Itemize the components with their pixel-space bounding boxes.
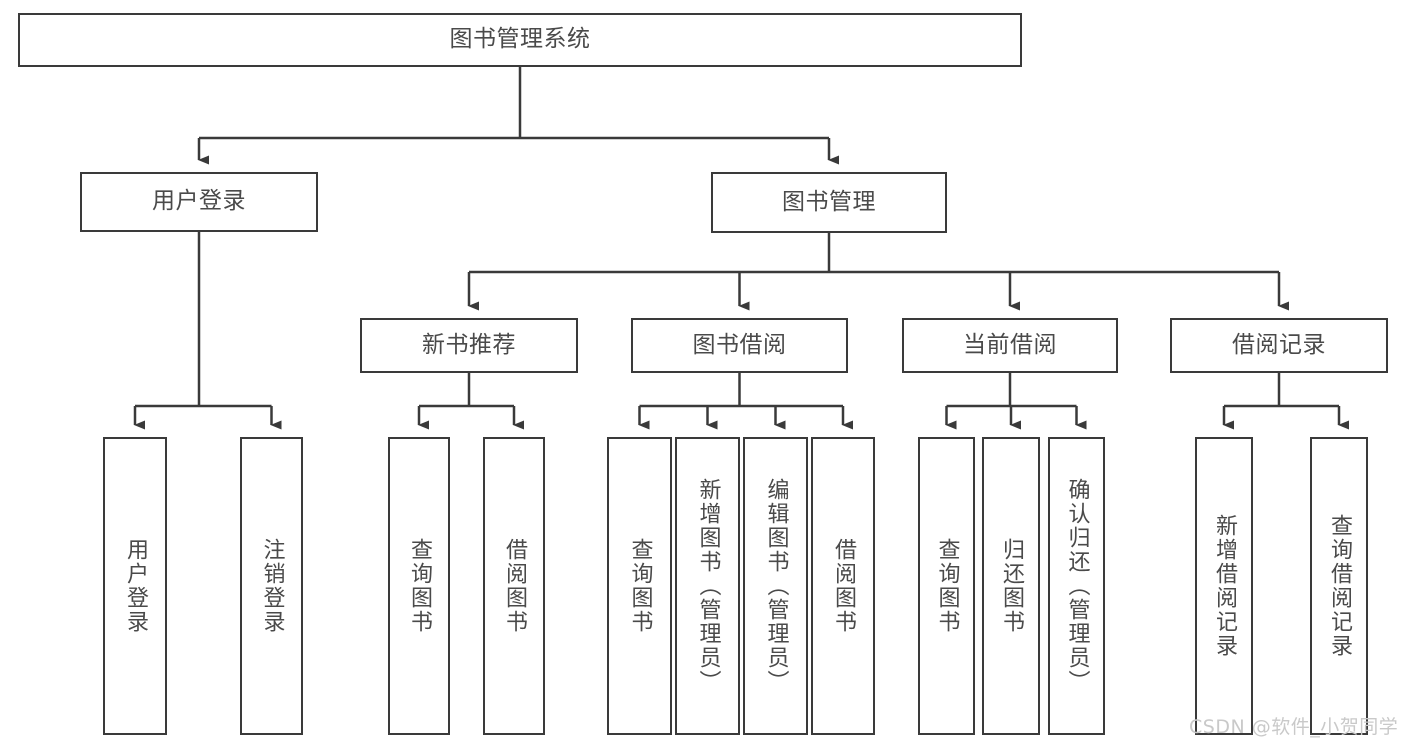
node-root[interactable]: 图书管理系统 (18, 13, 1022, 67)
node-label: 当前借阅 (963, 331, 1057, 358)
node-l-cu-ret[interactable]: 归还图书 (982, 437, 1040, 735)
node-label: 注销登录 (259, 538, 285, 634)
node-label: 图书管理 (782, 188, 876, 215)
node-borrow[interactable]: 图书借阅 (631, 318, 848, 373)
node-l-re-query[interactable]: 查询借阅记录 (1310, 437, 1368, 735)
node-l-logout[interactable]: 注销登录 (240, 437, 303, 735)
node-label: 用户登录 (123, 538, 148, 634)
node-l-re-add[interactable]: 新增借阅记录 (1195, 437, 1253, 735)
node-label: 借阅图书 (502, 538, 527, 634)
node-label: 查询借阅记录 (1327, 514, 1352, 658)
node-label: 新增图书（管理员） (695, 478, 721, 694)
node-newbook[interactable]: 新书推荐 (360, 318, 578, 373)
node-label: 用户登录 (152, 188, 246, 215)
watermark-label: CSDN @软件_小贺同学 (1189, 716, 1399, 738)
node-l-cu-query[interactable]: 查询图书 (918, 437, 975, 735)
node-records[interactable]: 借阅记录 (1170, 318, 1388, 373)
node-login[interactable]: 用户登录 (80, 172, 318, 232)
node-label: 借阅记录 (1232, 331, 1326, 358)
node-label: 图书借阅 (692, 331, 787, 358)
node-label: 查询图书 (627, 538, 653, 634)
node-l-bo-query[interactable]: 查询图书 (607, 437, 672, 735)
node-label: 新书推荐 (422, 331, 516, 358)
node-l-nb-bor[interactable]: 借阅图书 (483, 437, 545, 735)
node-l-bo-bor[interactable]: 借阅图书 (811, 437, 875, 735)
node-label: 图书管理系统 (449, 26, 591, 53)
node-label: 编辑图书（管理员） (763, 478, 789, 694)
node-label: 新增借阅记录 (1212, 514, 1237, 658)
node-label: 查询图书 (934, 538, 960, 634)
node-label: 确认归还（管理员） (1064, 478, 1090, 694)
node-l-bo-add[interactable]: 新增图书（管理员） (675, 437, 740, 735)
node-l-nb-query[interactable]: 查询图书 (388, 437, 450, 735)
node-label: 查询图书 (407, 538, 432, 634)
node-label: 借阅图书 (831, 538, 856, 634)
node-bookmgmt[interactable]: 图书管理 (711, 172, 947, 233)
node-l-login[interactable]: 用户登录 (103, 437, 167, 735)
node-l-bo-edit[interactable]: 编辑图书（管理员） (743, 437, 808, 735)
node-l-cu-conf[interactable]: 确认归还（管理员） (1048, 437, 1105, 735)
node-label: 归还图书 (999, 538, 1024, 634)
node-current[interactable]: 当前借阅 (902, 318, 1118, 373)
